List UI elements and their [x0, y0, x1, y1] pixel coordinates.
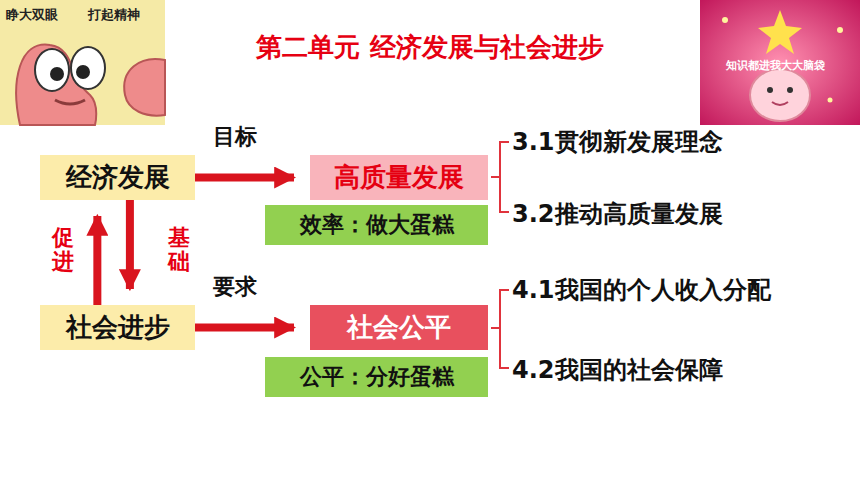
relation-arrow [126, 200, 134, 289]
section-label: 3.1贯彻新发展理念 [512, 126, 723, 158]
sticker-text: 知识都进我大大脑袋 [726, 58, 825, 73]
box-text: 经济发展 [66, 160, 170, 195]
edge-label: 目标 [213, 122, 257, 152]
cartoon-right [700, 0, 860, 125]
box-text: 社会公平 [347, 310, 451, 345]
section-label: 3.2推动高质量发展 [512, 198, 723, 230]
note-box: 公平：分好蛋糕 [265, 357, 488, 397]
concept-box: 社会进步 [40, 305, 195, 350]
goal-box: 社会公平 [310, 305, 488, 350]
concept-box: 经济发展 [40, 155, 195, 200]
edge-label: 要求 [213, 272, 257, 302]
goal-box: 高质量发展 [310, 155, 488, 200]
box-text: 社会进步 [66, 310, 170, 345]
box-text: 效率：做大蛋糕 [300, 210, 454, 240]
edge-label: 基础 [168, 226, 190, 274]
bracket [491, 290, 509, 368]
sticker-text: 打起精神 [88, 6, 140, 24]
note-box: 效率：做大蛋糕 [265, 205, 488, 245]
box-text: 高质量发展 [334, 160, 464, 195]
section-label: 4.2我国的社会保障 [512, 354, 723, 386]
section-label: 4.1我国的个人收入分配 [512, 274, 771, 306]
edge-label: 促进 [52, 226, 74, 274]
relation-arrow [93, 216, 101, 305]
goal-arrow [195, 324, 294, 332]
goal-arrow [195, 174, 294, 182]
bracket [491, 142, 509, 212]
cartoon-left [0, 0, 165, 125]
box-text: 公平：分好蛋糕 [300, 362, 454, 392]
sticker-text: 睁大双眼 [6, 6, 58, 24]
